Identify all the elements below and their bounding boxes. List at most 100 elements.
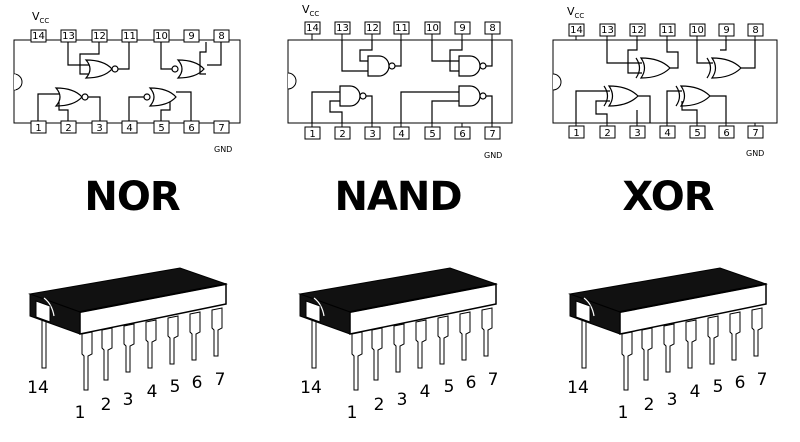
xor-leg-7: 7 [757, 370, 768, 390]
nand-leg-14: 14 [300, 378, 322, 398]
nand-pin-2: 2 [339, 129, 345, 140]
nor-leg-3: 3 [123, 390, 134, 410]
xor-leg-3: 3 [667, 390, 678, 410]
xor-pin-13: 13 [601, 25, 614, 36]
nor-leg-1: 1 [75, 403, 86, 423]
nand-pin-6: 6 [459, 129, 465, 140]
nor-top-pins: 14 13 12 11 10 9 8 [30, 29, 230, 43]
nand-leg-3: 3 [397, 390, 408, 410]
xor-schematic: 14 13 12 11 10 9 8 1 2 3 4 5 6 7 VCC GND [552, 5, 778, 158]
xor-dip-package [569, 267, 767, 391]
nor-pin-10: 10 [155, 31, 168, 42]
nor-leg-7: 7 [215, 370, 226, 390]
nor-leg-4: 4 [147, 382, 158, 402]
xor-pin-14: 14 [570, 25, 583, 36]
nor-leg-labels: 14 1 2 3 4 5 6 7 [27, 370, 225, 423]
xor-vcc-label: VCC [567, 5, 584, 20]
xor-pin-3: 3 [634, 128, 640, 139]
xor-pin-12: 12 [631, 25, 644, 36]
xor-pin-7: 7 [752, 128, 758, 139]
xor-gnd-label: GND [746, 149, 764, 158]
nor-dip-package [29, 267, 227, 391]
nor-pin-11: 11 [123, 31, 136, 42]
nor-gnd-label: GND [214, 145, 232, 154]
nor-pin-13: 13 [62, 31, 75, 42]
xor-gate-lower-left [575, 85, 651, 123]
nor-leg-2: 2 [101, 395, 112, 415]
nor-bottom-pins: 1 2 3 4 5 6 7 [30, 120, 230, 134]
nor-leg-14: 14 [27, 378, 49, 398]
nand-pin-5: 5 [429, 129, 435, 140]
nand-leg-6: 6 [466, 373, 477, 393]
xor-leg-labels: 14 1 2 3 4 5 6 7 [567, 370, 767, 423]
nor-gate-upper-left [67, 42, 130, 79]
nand-gate-upper-right [431, 40, 493, 77]
xor-leg-5: 5 [713, 377, 724, 397]
xor-pin-6: 6 [723, 128, 729, 139]
nand-pin-3: 3 [369, 129, 375, 140]
nand-pin-7: 7 [489, 129, 495, 140]
xor-title: XOR [622, 174, 713, 220]
nand-pin-8: 8 [489, 23, 495, 34]
nor-pin-9: 9 [188, 31, 194, 42]
nand-pin-9: 9 [459, 23, 465, 34]
nand-gate-lower-right [400, 85, 493, 123]
nor-pin-5: 5 [158, 123, 164, 134]
xor-gate-upper-right [696, 40, 756, 79]
nand-gate-upper-left [341, 40, 402, 77]
nand-leg-2: 2 [374, 395, 385, 415]
nor-gate-upper-right [160, 42, 222, 79]
nand-vcc-label: VCC [302, 3, 319, 18]
nand-pin-11: 11 [395, 23, 408, 34]
nand-gnd-label: GND [484, 151, 502, 160]
xor-pin-8: 8 [752, 25, 758, 36]
xor-pin-1: 1 [573, 128, 579, 139]
nor-pin-14: 14 [32, 31, 45, 42]
xor-pin-5: 5 [694, 128, 700, 139]
nor-vcc-label: VCC [32, 10, 49, 25]
xor-pin-10: 10 [691, 25, 704, 36]
nand-leg-4: 4 [420, 382, 431, 402]
xor-leg-6: 6 [735, 373, 746, 393]
xor-leg-1: 1 [618, 403, 629, 423]
nand-leg-7: 7 [488, 370, 499, 390]
nand-leg-5: 5 [444, 377, 455, 397]
nand-bottom-pins: 1 2 3 4 5 6 7 [304, 123, 501, 140]
xor-leg-14: 14 [567, 378, 589, 398]
nand-dip-package [299, 267, 497, 391]
nand-title: NAND [334, 174, 461, 220]
nor-pin-6: 6 [188, 123, 194, 134]
nand-gate-lower-left [311, 85, 373, 123]
nand-schematic: 14 13 12 11 10 9 8 1 2 3 4 5 6 7 VCC GND [287, 3, 513, 160]
xor-gate-upper-left [606, 40, 679, 79]
xor-pin-2: 2 [604, 128, 610, 139]
xor-top-pins: 14 13 12 11 10 9 8 [568, 23, 764, 40]
nor-title: NOR [84, 174, 179, 220]
nor-pin-3: 3 [96, 123, 102, 134]
nor-schematic: 14 13 12 11 10 9 8 1 2 3 4 5 6 7 VCC GND [13, 10, 241, 154]
nand-pin-13: 13 [336, 23, 349, 34]
xor-gate-lower-right [666, 85, 727, 123]
nor-pin-2: 2 [65, 123, 71, 134]
nor-pin-7: 7 [218, 123, 224, 134]
nor-pin-4: 4 [126, 123, 132, 134]
nand-pin-14: 14 [306, 23, 319, 34]
nand-leg-labels: 14 1 2 3 4 5 6 7 [300, 370, 498, 423]
nand-top-pins: 14 13 12 11 10 9 8 [304, 21, 501, 40]
xor-bottom-pins: 1 2 3 4 5 6 7 [568, 123, 764, 139]
nor-pin-8: 8 [218, 31, 224, 42]
nand-pin-1: 1 [309, 129, 315, 140]
nor-pin-1: 1 [35, 123, 41, 134]
nor-gate-lower-right [128, 87, 192, 121]
nor-gate-lower-left [37, 87, 101, 121]
xor-pin-9: 9 [723, 25, 729, 36]
xor-leg-2: 2 [644, 395, 655, 415]
nand-pin-4: 4 [398, 129, 404, 140]
nor-leg-6: 6 [192, 373, 203, 393]
nand-pin-12: 12 [366, 23, 379, 34]
nor-pin-12: 12 [93, 31, 106, 42]
xor-pin-11: 11 [661, 25, 674, 36]
xor-pin-4: 4 [664, 128, 670, 139]
nand-leg-1: 1 [347, 403, 358, 423]
